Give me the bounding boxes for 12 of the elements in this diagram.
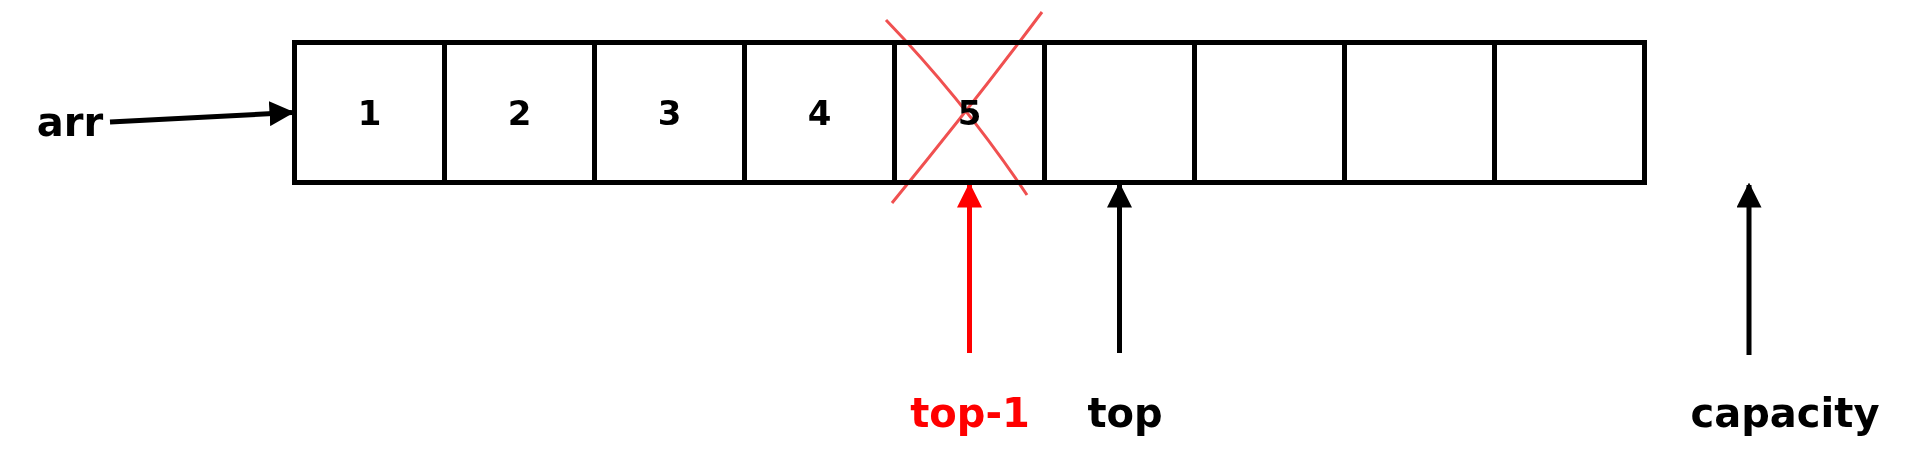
cell-value: 2 — [507, 92, 532, 133]
cell-value: 3 — [657, 92, 682, 133]
pointer-label: capacity — [1680, 385, 1890, 440]
arrow — [1107, 182, 1132, 353]
cell-value: 4 — [807, 92, 832, 133]
arrow — [1736, 182, 1762, 355]
pointer-label: arr — [30, 97, 110, 147]
arrow — [957, 182, 982, 353]
pointer-label: top — [1080, 385, 1170, 440]
arrow — [109, 101, 295, 127]
cell-value: 1 — [357, 92, 382, 133]
pointer-label: top-1 — [890, 385, 1050, 440]
